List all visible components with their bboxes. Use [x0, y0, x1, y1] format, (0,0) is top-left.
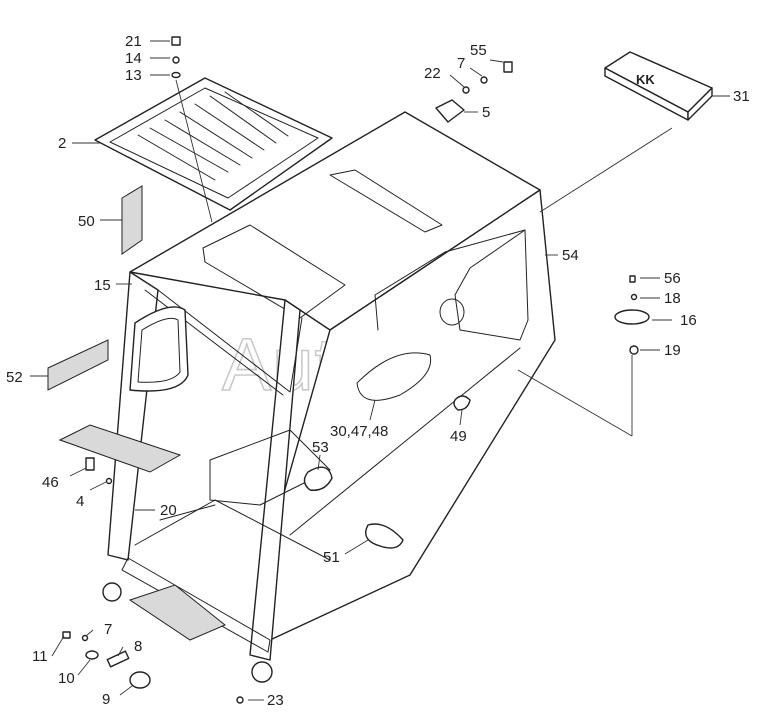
callout-8: 8: [134, 638, 142, 655]
callout-7-top: 7: [457, 55, 465, 72]
insulator-part-51: [365, 523, 404, 549]
callout-2: 2: [58, 135, 66, 152]
panel-part-50: [121, 185, 143, 255]
callout-23: 23: [267, 692, 284, 709]
callout-16: 16: [680, 312, 697, 329]
callout-18: 18: [664, 290, 681, 307]
insulator-part-53: [303, 466, 333, 491]
callout-20: 20: [160, 502, 177, 519]
disc-part-16: [614, 309, 650, 325]
callout-9: 9: [102, 691, 110, 708]
callout-46: 46: [42, 474, 59, 491]
callout-51: 51: [323, 549, 340, 566]
callout-labels: 21 14 13 2 55 22 7 5 31 50 54 15 56 18 1…: [6, 33, 750, 709]
box-part-31: KK: [604, 51, 713, 121]
plate-part-46: [58, 424, 182, 473]
callout-14: 14: [125, 50, 142, 67]
callout-30-47-48: 30,47,48: [330, 423, 388, 440]
callout-10: 10: [58, 670, 75, 687]
callout-52: 52: [6, 369, 23, 386]
callout-13: 13: [125, 67, 142, 84]
panel-part-52: [47, 339, 109, 391]
callout-50: 50: [78, 213, 95, 230]
callout-19: 19: [664, 342, 681, 359]
callout-56: 56: [664, 270, 681, 287]
cap-part-49: [453, 395, 471, 411]
callout-4: 4: [76, 493, 84, 510]
hardware-parts: [62, 36, 639, 704]
callout-15: 15: [94, 277, 111, 294]
callout-21: 21: [125, 33, 142, 50]
callout-7-bottom: 7: [104, 621, 112, 638]
callout-31: 31: [733, 88, 750, 105]
callout-55: 55: [470, 42, 487, 59]
svg-text:KK: KK: [636, 72, 655, 87]
callout-5: 5: [482, 104, 490, 121]
callout-11: 11: [32, 648, 48, 665]
callout-49: 49: [450, 428, 467, 445]
callout-53: 53: [312, 439, 329, 456]
cab-body-part-54: [102, 111, 556, 683]
roof-guard-part-2: [94, 77, 333, 211]
callout-54: 54: [562, 247, 579, 264]
leader-lines: [30, 40, 730, 701]
callout-22: 22: [424, 65, 441, 82]
